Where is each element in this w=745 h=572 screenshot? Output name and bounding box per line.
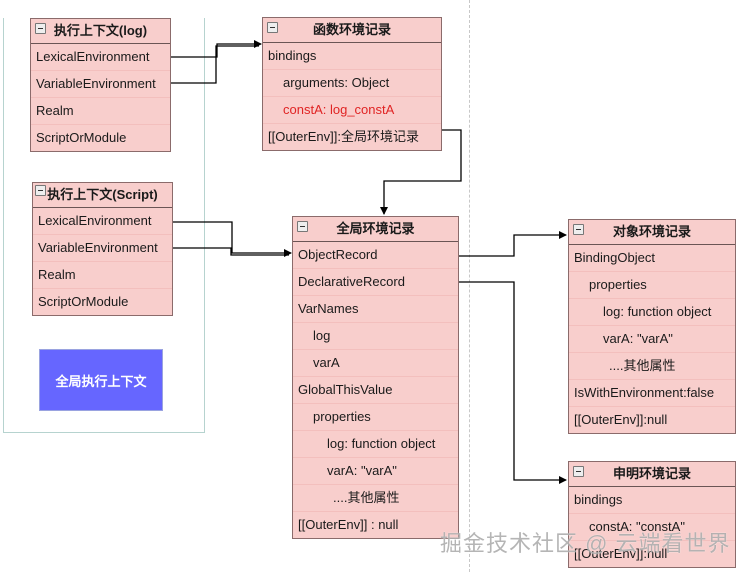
property-varA: varA: "varA" <box>293 458 458 485</box>
outer-env: [[OuterEnv]]:null <box>574 412 668 427</box>
connector-log-variable <box>171 45 259 84</box>
bindings: bindings <box>263 43 441 70</box>
declarative-environment-record[interactable]: 申明环境记录 bindings constA: "constA" [[Outer… <box>568 461 736 568</box>
collapse-icon[interactable] <box>573 224 584 235</box>
function-environment-record[interactable]: 函数环境记录 bindings arguments: Object constA… <box>262 17 442 151</box>
collapse-icon[interactable] <box>573 466 584 477</box>
var-names: VarNames <box>293 296 458 323</box>
collapse-icon[interactable] <box>297 221 308 232</box>
global-environment-record[interactable]: 全局环境记录 ObjectRecord DeclarativeRecord Va… <box>292 216 459 539</box>
exec-context-log[interactable]: 执行上下文(log) LexicalEnvironment VariableEn… <box>30 18 171 152</box>
realm: Realm <box>33 262 172 289</box>
properties: properties <box>569 272 735 299</box>
outer-env: [[OuterEnv]] : null <box>298 517 399 532</box>
object-environment-record[interactable]: 对象环境记录 BindingObject properties log: fun… <box>568 219 736 434</box>
global-this-value: GlobalThisValue <box>293 377 458 404</box>
property-log: log: function object <box>569 299 735 326</box>
property-varA: varA: "varA" <box>569 326 735 353</box>
var-name-log: log <box>293 323 458 350</box>
exec-context-script-header: 执行上下文(Script) <box>33 183 172 208</box>
var-name-varA: varA <box>293 350 458 377</box>
object-env-header: 对象环境记录 <box>569 220 735 245</box>
exec-context-script-title: 执行上下文(Script) <box>47 187 158 202</box>
collapse-icon[interactable] <box>267 22 278 33</box>
function-env-header: 函数环境记录 <box>263 18 441 43</box>
binding-constA: constA: "constA" <box>569 514 735 541</box>
global-env-header: 全局环境记录 <box>293 217 458 242</box>
binding-arguments: arguments: Object <box>263 70 441 97</box>
execution-context-stack-frame <box>3 18 205 433</box>
variable-environment: VariableEnvironment <box>33 235 172 262</box>
global-env-title: 全局环境记录 <box>336 221 415 236</box>
declarative-env-title: 申明环境记录 <box>612 466 691 481</box>
binding-object: BindingObject <box>569 245 735 272</box>
lexical-environment: LexicalEnvironment <box>33 208 172 235</box>
script-or-module: ScriptOrModule <box>36 130 127 145</box>
exec-context-script[interactable]: 执行上下文(Script) LexicalEnvironment Variabl… <box>32 182 173 316</box>
property-others: ....其他属性 <box>293 485 458 512</box>
global-execution-context[interactable]: 全局执行上下文 <box>39 349 163 411</box>
exec-context-log-title: 执行上下文(log) <box>53 23 148 38</box>
function-env-title: 函数环境记录 <box>312 22 391 37</box>
bindings: bindings <box>569 487 735 514</box>
connector-script-lexical <box>173 221 292 257</box>
connector-outer-to-global <box>380 129 462 215</box>
exec-context-log-header: 执行上下文(log) <box>31 19 170 44</box>
connector-object-record <box>459 231 567 257</box>
properties: properties <box>293 404 458 431</box>
dashed-divider <box>469 0 470 572</box>
connector-script-variable <box>173 247 289 256</box>
variable-environment: VariableEnvironment <box>31 71 170 98</box>
property-log: log: function object <box>293 431 458 458</box>
object-record: ObjectRecord <box>293 242 458 269</box>
property-others: ....其他属性 <box>569 353 735 380</box>
is-with-environment: IsWithEnvironment:false <box>569 380 735 407</box>
declarative-record: DeclarativeRecord <box>293 269 458 296</box>
connector-declarative-record <box>459 281 567 484</box>
watermark: 掘金技术社区 @ 云端看世界 <box>440 531 731 556</box>
binding-constA: constA: log_constA <box>263 97 441 124</box>
realm: Realm <box>31 98 170 125</box>
collapse-icon[interactable] <box>35 185 46 196</box>
declarative-env-header: 申明环境记录 <box>569 462 735 487</box>
object-env-title: 对象环境记录 <box>612 224 691 239</box>
collapse-icon[interactable] <box>35 23 46 34</box>
outer-env: [[OuterEnv]]:全局环境记录 <box>268 129 419 144</box>
connector-log-lexical <box>171 40 262 58</box>
lexical-environment: LexicalEnvironment <box>31 44 170 71</box>
outer-env: [[OuterEnv]]:null <box>574 546 668 561</box>
script-or-module: ScriptOrModule <box>38 294 129 309</box>
